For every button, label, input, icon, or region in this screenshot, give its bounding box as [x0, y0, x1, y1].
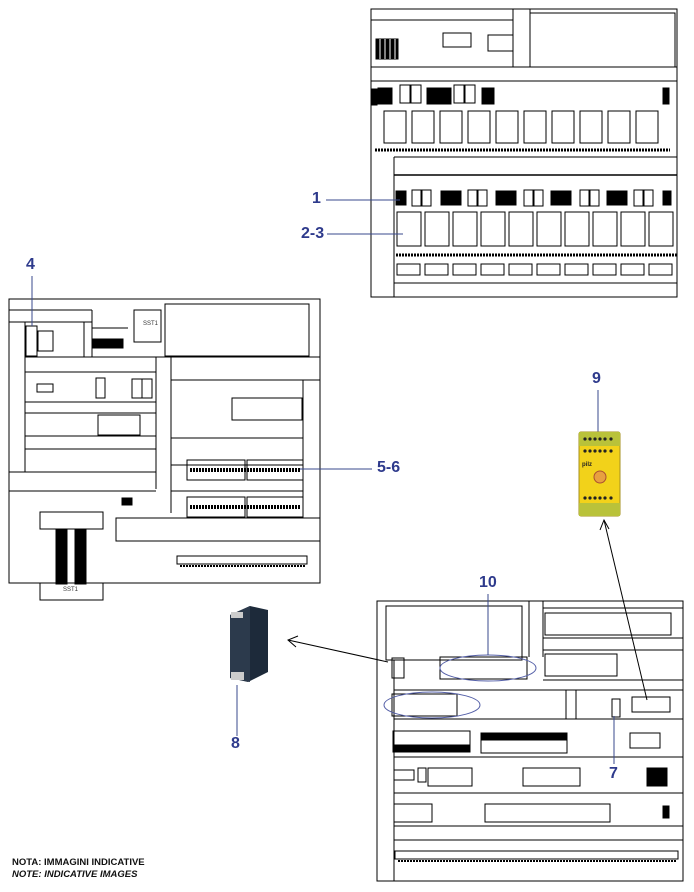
sst1-bottom-label: SST1	[63, 587, 79, 593]
signal-converter-module	[230, 606, 268, 682]
leader-lines	[31, 199, 615, 764]
breaker-row-2	[395, 189, 672, 207]
panel-left	[8, 298, 321, 601]
pilz-safety-relay: pilz	[578, 431, 621, 517]
note-italian: NOTA: IMMAGINI INDICATIVE	[12, 857, 145, 868]
contactor-row-2	[396, 211, 674, 247]
panel-bottom-right	[376, 600, 684, 882]
contactor-row-1	[383, 110, 659, 144]
note-english: NOTE: INDICATIVE IMAGES	[12, 869, 138, 880]
arrow-lines	[287, 518, 648, 701]
callout-7: 7	[609, 765, 618, 782]
callout-10: 10	[479, 574, 497, 591]
callout-8: 8	[231, 735, 240, 752]
callout-9: 9	[592, 370, 601, 387]
sst1-top-label: SST1	[143, 321, 159, 327]
panel-top-right	[370, 8, 678, 298]
terminal-row	[396, 263, 673, 276]
callout-5-6: 5-6	[377, 459, 401, 476]
terminal-block-5-6	[186, 459, 304, 518]
pilz-logo: pilz	[582, 462, 592, 468]
callout-1: 1	[312, 190, 321, 207]
callout-2-3: 2-3	[301, 225, 325, 242]
callout-4: 4	[26, 256, 35, 273]
